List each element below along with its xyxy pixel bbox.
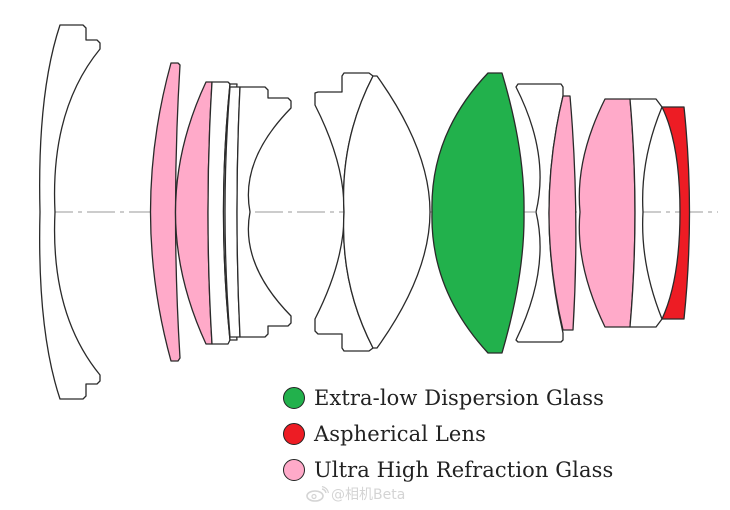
uhr-glass-swatch-icon	[283, 459, 305, 481]
lens-element-standard	[629, 98, 663, 328]
lens-element-standard	[236, 86, 292, 338]
lens-element-extra-low-dispersion	[431, 72, 525, 354]
legend-label: Aspherical Lens	[314, 422, 486, 446]
watermark-text: @相机Beta	[331, 487, 406, 503]
weibo-icon	[306, 486, 329, 502]
lens-element-ultra-high-refraction	[578, 98, 636, 328]
legend-item-ed-glass: Extra-low Dispersion Glass	[283, 380, 613, 416]
watermark: @相机Beta	[305, 484, 405, 504]
legend-item-aspherical: Aspherical Lens	[283, 416, 613, 452]
lens-element-aspherical	[661, 106, 691, 320]
legend: Extra-low Dispersion Glass Aspherical Le…	[283, 380, 613, 488]
lens-element-ultra-high-refraction	[174, 81, 213, 345]
legend-item-uhr-glass: Ultra High Refraction Glass	[283, 452, 613, 488]
lens-element-standard	[342, 75, 431, 349]
ed-glass-swatch-icon	[283, 387, 305, 409]
lens-element-standard	[39, 24, 101, 400]
lens-element-ultra-high-refraction	[548, 95, 577, 331]
aspherical-swatch-icon	[283, 423, 305, 445]
lens-element-ultra-high-refraction	[149, 62, 181, 362]
legend-label: Ultra High Refraction Glass	[314, 458, 614, 482]
legend-label: Extra-low Dispersion Glass	[314, 386, 605, 410]
